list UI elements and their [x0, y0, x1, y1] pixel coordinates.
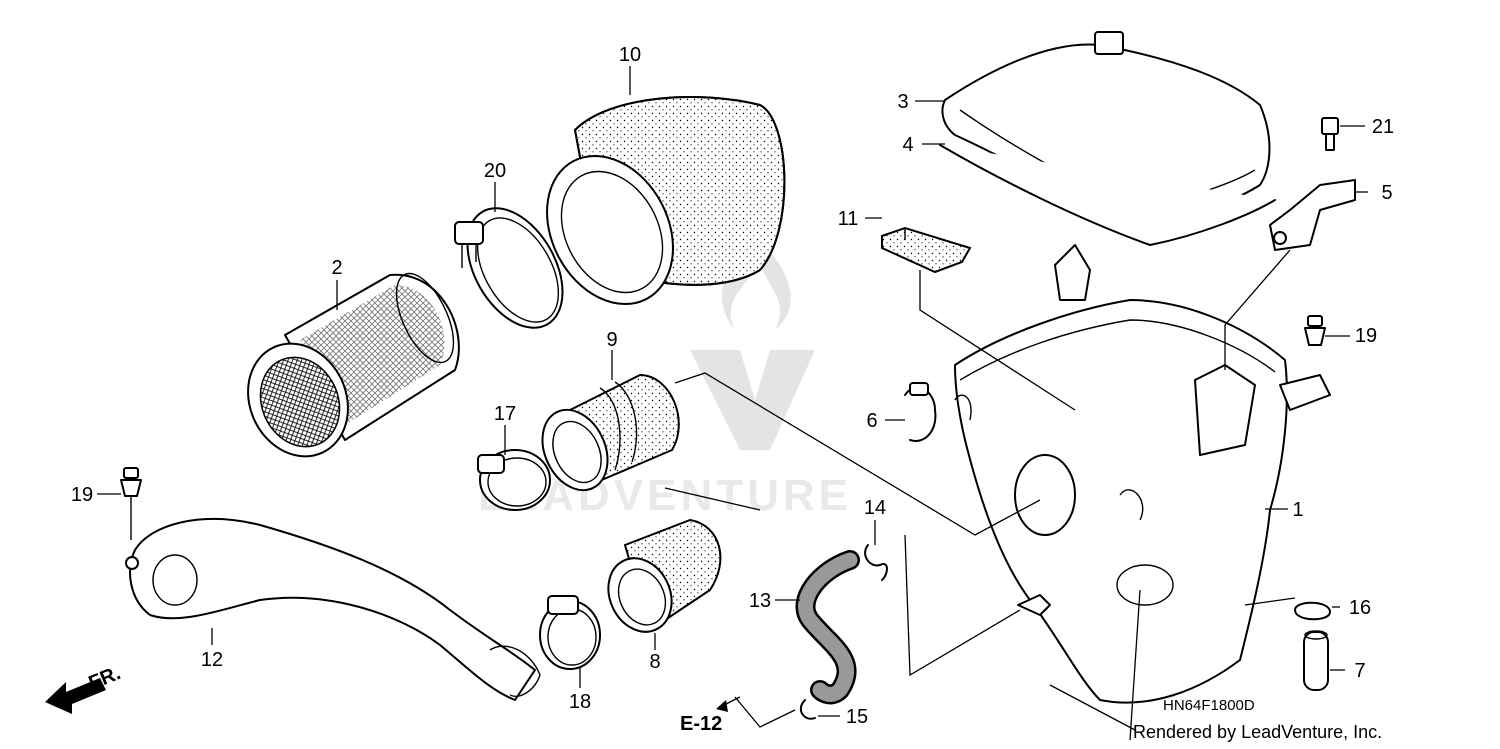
callout-12: 12	[201, 649, 223, 671]
part-20-band[interactable]	[448, 192, 582, 345]
part-19-clip-right[interactable]	[1279, 315, 1331, 411]
callout-18: 18	[569, 691, 591, 713]
callout-8: 8	[649, 651, 660, 673]
callout-2: 2	[331, 257, 342, 279]
callout-4: 4	[902, 134, 913, 156]
part-11-sponge[interactable]	[881, 226, 972, 274]
part-7-drain-plug[interactable]	[1303, 630, 1329, 691]
part-19-clip-left[interactable]	[120, 467, 142, 540]
part-10-outer-filter[interactable]	[522, 96, 786, 326]
front-arrow: FR.	[45, 662, 124, 714]
leader-lines	[97, 66, 1368, 741]
callout-3: 3	[897, 91, 908, 113]
callout-1: 1	[1292, 499, 1303, 521]
callout-13: 13	[749, 590, 771, 612]
callout-11: 11	[838, 208, 859, 230]
callout-10: 10	[619, 44, 641, 66]
part-15-tube-clip[interactable]	[799, 699, 816, 720]
external-ref-label: E-12	[680, 713, 722, 735]
callout-19-right: 19	[1355, 325, 1377, 347]
front-arrow-label: FR.	[86, 662, 124, 694]
part-12-air-duct[interactable]	[125, 518, 541, 701]
callout-6: 6	[866, 410, 877, 432]
part-13-breather-tube[interactable]	[795, 550, 860, 705]
credit-text: Rendered by LeadVenture, Inc.	[1133, 722, 1382, 742]
callout-19-left: 19	[71, 484, 93, 506]
part-8-connecting-tube[interactable]	[597, 518, 722, 642]
part-1-air-cleaner-case[interactable]	[954, 244, 1288, 704]
external-reference-e12: E-12	[680, 696, 741, 735]
callout-5: 5	[1381, 182, 1392, 204]
part-18-hose-clamp[interactable]	[539, 595, 601, 670]
callout-9: 9	[606, 329, 617, 351]
callout-14: 14	[864, 497, 886, 519]
part-4-seal[interactable]	[939, 144, 1276, 246]
callout-21: 21	[1372, 116, 1394, 138]
part-5-bracket[interactable]	[1269, 179, 1356, 251]
callout-7: 7	[1354, 660, 1365, 682]
part-2-inner-filter[interactable]	[230, 265, 465, 473]
part-16-clip[interactable]	[1294, 601, 1331, 621]
callout-17: 17	[494, 403, 516, 425]
callout-15: 15	[846, 706, 868, 728]
callout-numbers: 10 20 2 9 17 3 4 5 21 11 19 6 1 19 12 13…	[71, 44, 1394, 728]
callout-20: 20	[484, 160, 506, 182]
diagram-code: HN64F1800D	[1163, 697, 1255, 714]
part-17-hose-clamp[interactable]	[477, 449, 551, 511]
part-9-connecting-tube[interactable]	[530, 373, 680, 501]
part-6-clamp[interactable]	[904, 382, 937, 442]
part-14-tube-clip[interactable]	[864, 544, 888, 581]
callout-16: 16	[1349, 597, 1371, 619]
part-21-bolt[interactable]	[1321, 117, 1339, 151]
